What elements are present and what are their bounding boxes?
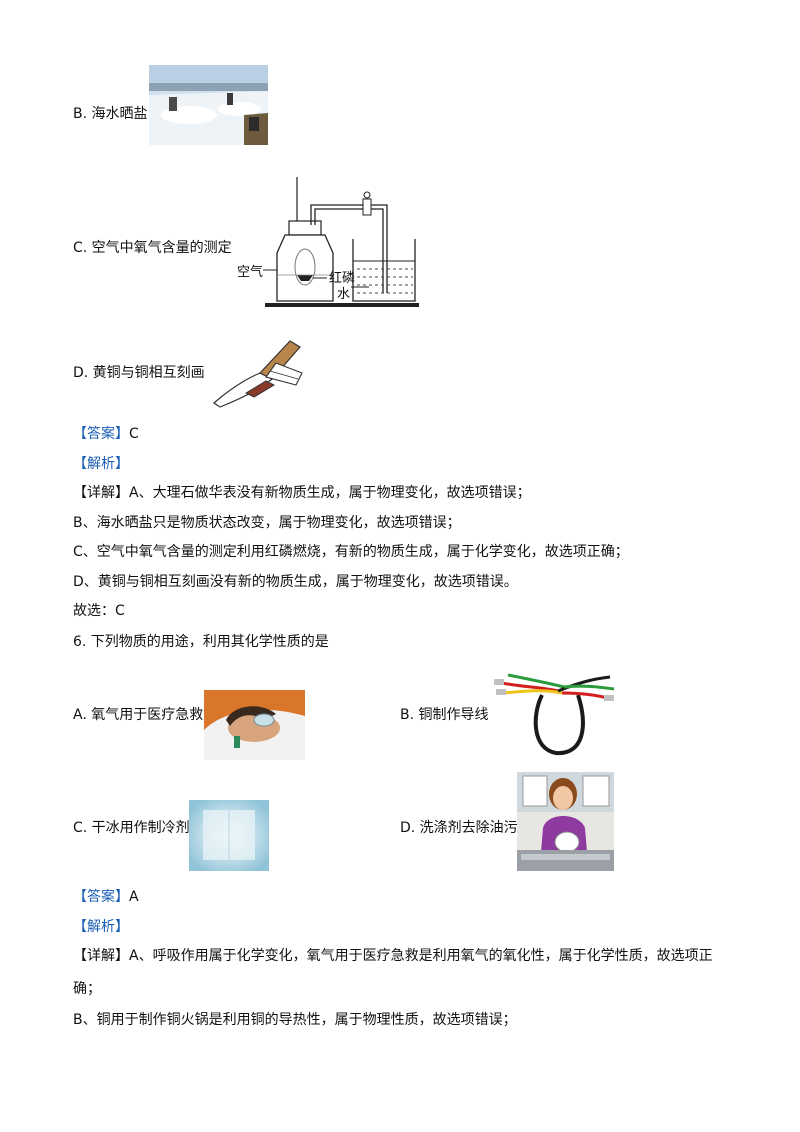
- q6-option-b: B. 铜制作导线: [400, 707, 489, 723]
- q5-detail-line-4: D、黄铜与铜相互刻画没有新的物质生成，属于物理变化，故选项错误。: [73, 574, 518, 590]
- q6-option-d: D. 洗涤剂去除油污: [400, 820, 518, 836]
- oxygen-mask-photo: [204, 690, 305, 760]
- q6-detail-line-1-cont: 确；: [73, 981, 101, 997]
- q6-answer-value: A: [129, 889, 139, 905]
- air-label: 空气: [237, 264, 263, 280]
- red-phosphorus-label: 红磷: [329, 270, 355, 286]
- q6-answer-line: 【答案】A: [73, 887, 139, 907]
- detail-tag: 【详解】: [73, 948, 129, 964]
- analysis-tag: 【解析】: [73, 456, 129, 472]
- q5-option-c: C. 空气中氧气含量的测定: [73, 240, 232, 256]
- q5-choice: 故选：C: [73, 603, 125, 619]
- answer-tag: 【答案】: [73, 889, 129, 905]
- copper-wire-clips: [492, 665, 615, 758]
- q6-detail-line-1: 【详解】A、呼吸作用属于化学变化，氧气用于医疗急救是利用氧气的氧化性，属于化学性…: [73, 948, 713, 964]
- q6-option-c: C. 干冰用作制冷剂: [73, 820, 190, 836]
- analysis-tag: 【解析】: [73, 919, 129, 935]
- q5-option-d: D. 黄铜与铜相互刻画: [73, 365, 205, 381]
- dry-ice-photo: [189, 800, 269, 871]
- q5-answer-value: C: [129, 426, 139, 442]
- oxygen-experiment-diagram: 空气 红磷 水: [237, 175, 421, 310]
- q5-detail-line-2: B、海水晒盐只是物质状态改变，属于物理变化，故选项错误；: [73, 515, 461, 531]
- q5-option-b: B. 海水晒盐: [73, 106, 148, 122]
- salt-field-photo: [149, 65, 268, 145]
- q5-answer-line: 【答案】C: [73, 424, 139, 444]
- q6-detail-line-2: B、铜用于制作铜火锅是利用铜的导热性，属于物理性质，故选项错误；: [73, 1012, 517, 1028]
- q6-question: 6. 下列物质的用途，利用其化学性质的是: [73, 634, 329, 650]
- q5-detail-line-1: 【详解】A、大理石做华表没有新物质生成，属于物理变化，故选项错误；: [73, 485, 531, 501]
- q5-detail-line-3: C、空气中氧气含量的测定利用红磷燃烧，有新的物质生成，属于化学变化，故选项正确；: [73, 544, 629, 560]
- detail-tag: 【详解】: [73, 485, 129, 501]
- water-label: 水: [337, 287, 350, 302]
- dishwashing-cartoon: [517, 772, 614, 871]
- answer-tag: 【答案】: [73, 426, 129, 442]
- q6-option-a: A. 氧气用于医疗急救: [73, 707, 204, 723]
- brass-scratch-drawing: [210, 333, 306, 409]
